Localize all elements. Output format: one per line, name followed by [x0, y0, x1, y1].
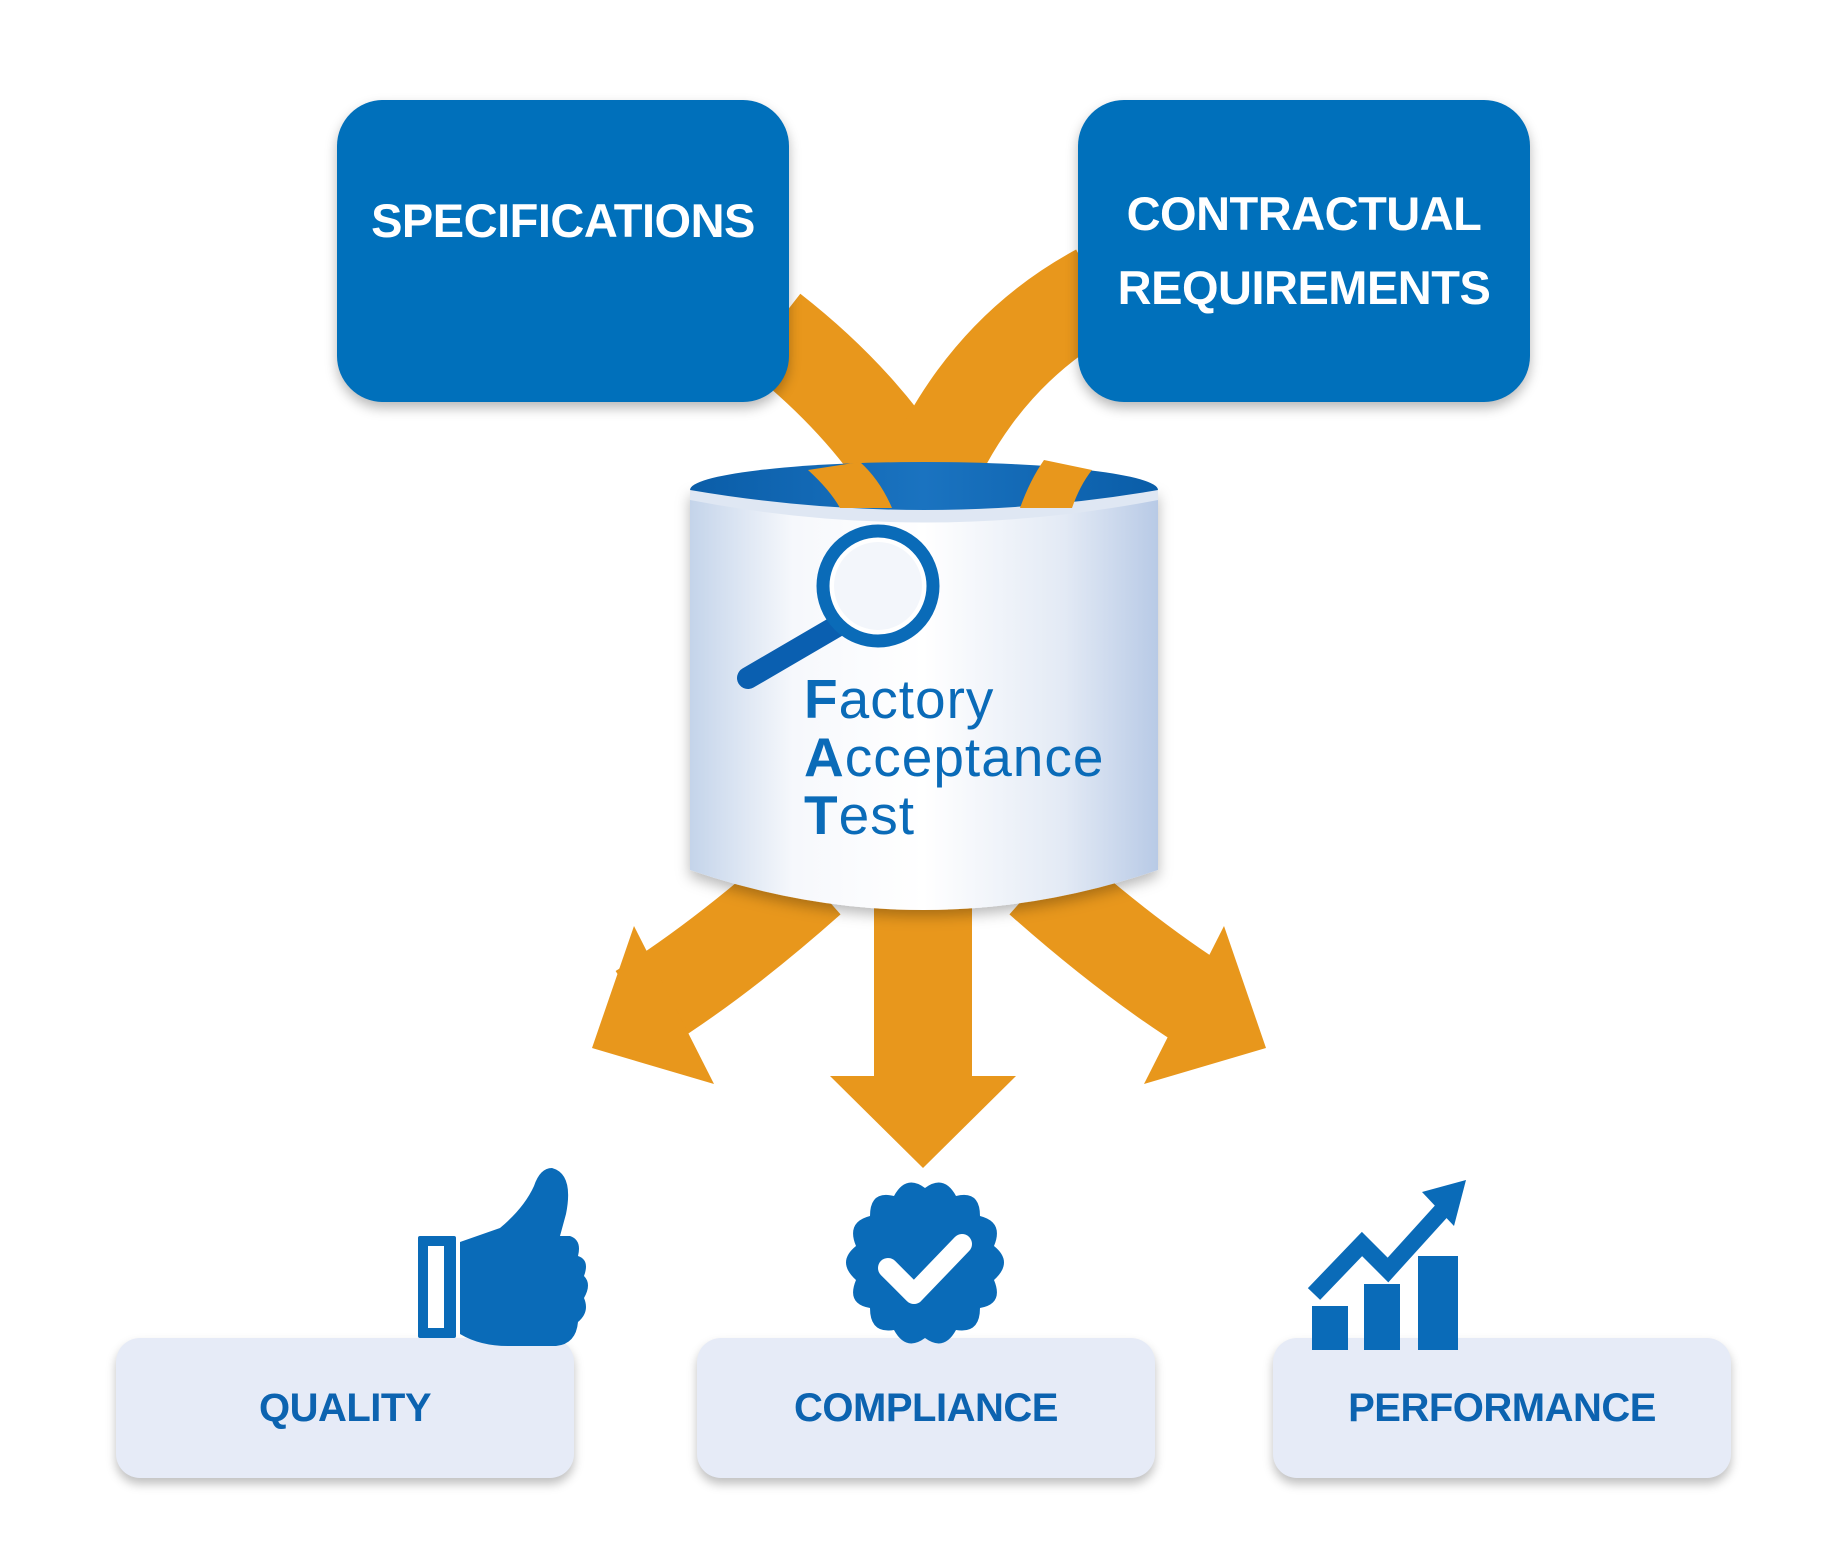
contractual-label-line1: CONTRACTUAL	[1126, 187, 1482, 240]
contractual-label-line2: REQUIREMENTS	[1117, 261, 1491, 314]
quality-label: QUALITY	[258, 1385, 432, 1430]
output-arrows	[592, 845, 1266, 1168]
fat-line-test: Test	[804, 784, 915, 846]
compliance-label: COMPLIANCE	[794, 1385, 1058, 1430]
magnifier-icon	[737, 524, 940, 689]
performance-label: PERFORMANCE	[1348, 1385, 1656, 1430]
performance-box: PERFORMANCE	[1273, 1338, 1731, 1478]
specifications-box: SPECIFICATIONS	[337, 100, 789, 402]
fat-line-acceptance: Acceptance	[804, 726, 1105, 788]
cylinder-body	[690, 490, 1158, 910]
fat-label: Factory Acceptance Test	[804, 670, 1104, 844]
arrow-to-quality	[592, 845, 841, 1084]
arrow-to-performance	[1009, 845, 1266, 1084]
fat-line-factory: Factory	[804, 668, 995, 730]
quality-box: QUALITY	[116, 1338, 574, 1478]
compliance-box: COMPLIANCE	[697, 1338, 1155, 1478]
specifications-label: SPECIFICATIONS	[371, 194, 755, 247]
contractual-requirements-box: CONTRACTUAL REQUIREMENTS	[1078, 100, 1530, 402]
arrow-to-compliance	[830, 880, 1016, 1168]
fat-cylinder	[690, 460, 1158, 910]
